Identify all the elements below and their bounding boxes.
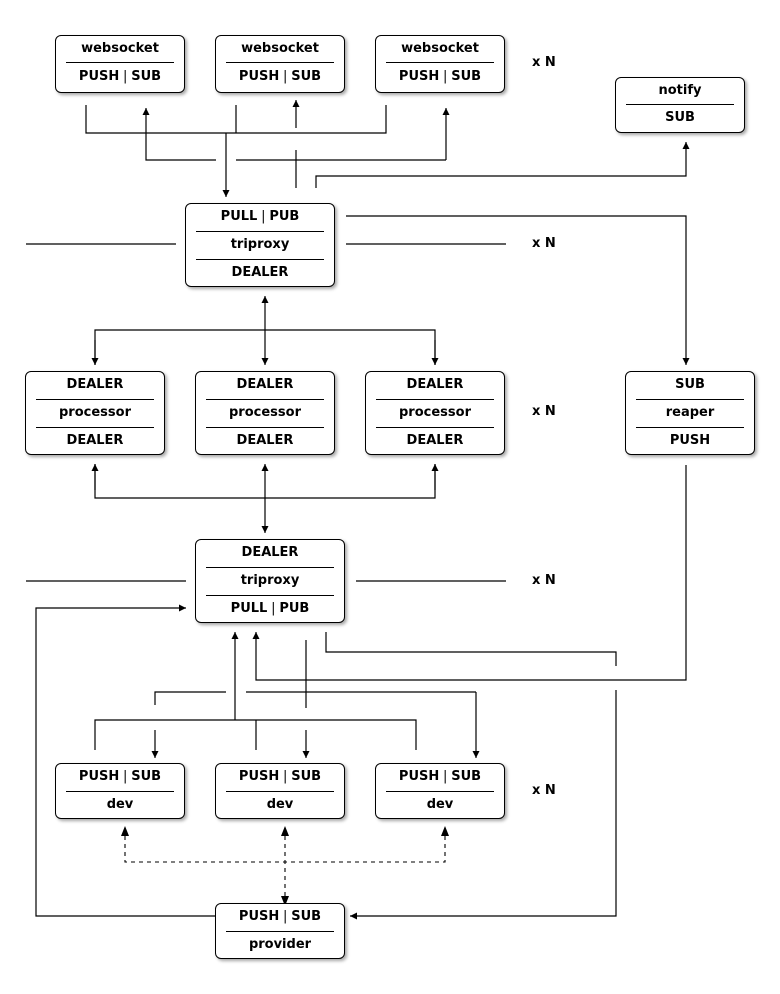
multiplier-label: x N <box>532 55 556 70</box>
triproxy-bottom-node: DEALER triproxy PULL|PUB <box>195 539 345 623</box>
socket-label: SUB <box>665 110 695 125</box>
websocket-title: websocket <box>401 41 479 56</box>
socket-label: PULL <box>230 601 268 616</box>
processor-node: DEALER processor DEALER <box>365 371 505 455</box>
socket-label: DEALER <box>241 545 299 560</box>
websocket-node: websocket PUSH|SUB <box>375 35 505 93</box>
dev-title: dev <box>426 797 454 812</box>
socket-label: PUB <box>279 601 310 616</box>
socket-label: DEALER <box>66 433 124 448</box>
socket-label: PUSH <box>238 909 280 924</box>
dev-node: PUSH|SUB dev <box>215 763 345 819</box>
processor-node: DEALER processor DEALER <box>25 371 165 455</box>
processor-title: processor <box>59 405 131 420</box>
socket-label: DEALER <box>236 433 294 448</box>
pub-to-provider <box>350 690 617 920</box>
notify-node: notify SUB <box>615 77 745 133</box>
multiplier-label: x N <box>532 236 556 251</box>
socket-label: SUB <box>451 769 482 784</box>
socket-label: SUB <box>675 377 705 392</box>
socket-label: PUSH <box>78 69 120 84</box>
multiplier-label: x N <box>532 783 556 798</box>
socket-label: DEALER <box>236 377 294 392</box>
socket-label: SUB <box>131 69 162 84</box>
socket-label: PUB <box>269 209 300 224</box>
processor-node: DEALER processor DEALER <box>195 371 335 455</box>
socket-label: PUSH <box>238 769 280 784</box>
socket-label: PUSH <box>238 69 280 84</box>
socket-label: PULL <box>220 209 258 224</box>
dev-title: dev <box>106 797 134 812</box>
socket-label: SUB <box>291 769 322 784</box>
reaper-title: reaper <box>665 405 715 420</box>
processor-title: processor <box>399 405 471 420</box>
websocket-title: websocket <box>241 41 319 56</box>
provider-node: PUSH|SUB provider <box>215 903 345 959</box>
processor-title: processor <box>229 405 301 420</box>
notify-title: notify <box>658 83 702 98</box>
socket-label: PUSH <box>669 433 711 448</box>
pub-to-notify <box>315 142 690 188</box>
socket-label: DEALER <box>66 377 124 392</box>
reaper-to-triproxy-pull <box>252 465 687 681</box>
websocket-title: websocket <box>81 41 159 56</box>
pub-to-reaper <box>346 215 690 365</box>
dev-node: PUSH|SUB dev <box>55 763 185 819</box>
websocket-sub-bus-left <box>145 128 216 161</box>
socket-label: SUB <box>291 69 322 84</box>
socket-label: SUB <box>451 69 482 84</box>
socket-label: DEALER <box>406 377 464 392</box>
provider-to-triproxy-pull <box>35 604 216 917</box>
socket-label: PUSH <box>78 769 120 784</box>
multiplier-label: x N <box>532 404 556 419</box>
socket-label: DEALER <box>231 265 289 280</box>
websocket-node: websocket PUSH|SUB <box>55 35 185 93</box>
triproxy-title: triproxy <box>230 237 290 252</box>
socket-label: DEALER <box>406 433 464 448</box>
socket-label: PUSH <box>398 769 440 784</box>
triproxy-title: triproxy <box>240 573 300 588</box>
provider-title: provider <box>248 937 312 952</box>
dev-title: dev <box>266 797 294 812</box>
dev-node: PUSH|SUB dev <box>375 763 505 819</box>
socket-label: PUSH <box>398 69 440 84</box>
triproxy-top-node: PULL|PUB triproxy DEALER <box>185 203 335 287</box>
socket-label: SUB <box>291 909 322 924</box>
websocket-node: websocket PUSH|SUB <box>215 35 345 93</box>
socket-label: SUB <box>131 769 162 784</box>
reaper-node: SUB reaper PUSH <box>625 371 755 455</box>
multiplier-label: x N <box>532 573 556 588</box>
